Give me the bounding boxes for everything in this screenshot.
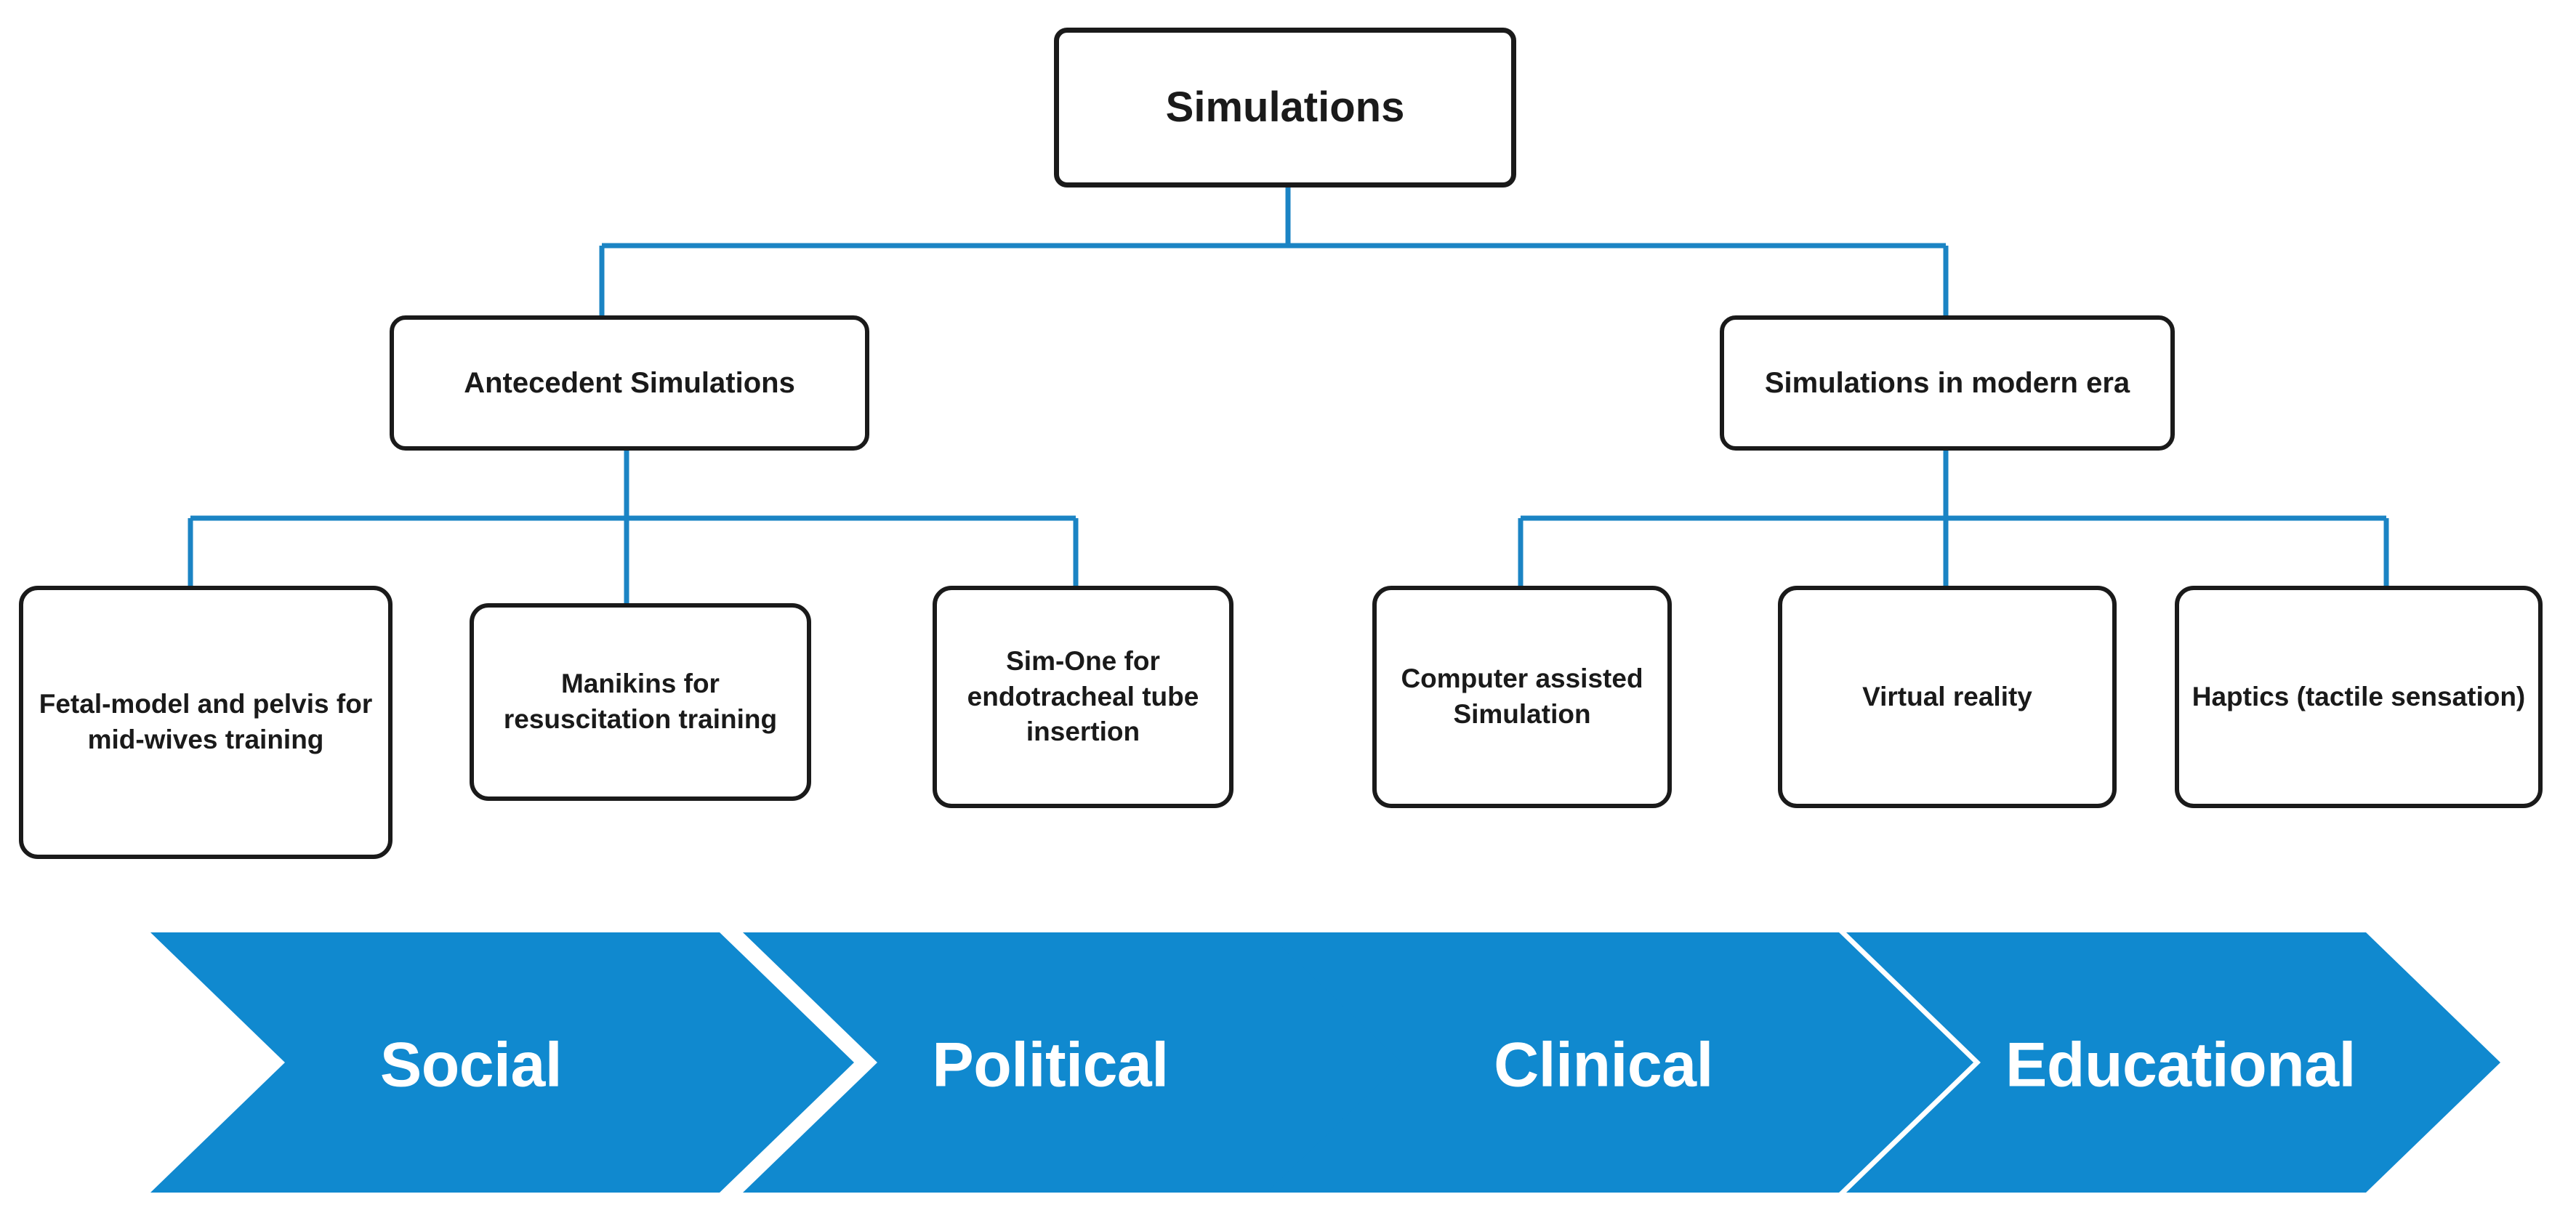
chevron-label-social: Social	[379, 1030, 563, 1100]
chevron-educational[interactable]	[1846, 932, 2500, 1193]
chevron-social[interactable]	[150, 932, 854, 1193]
node-antecedent-label: Antecedent Simulations	[464, 366, 795, 399]
node-virtual-reality[interactable]: Virtual reality	[1778, 586, 2117, 808]
chevron-clinical[interactable]	[1267, 932, 1973, 1193]
node-haptics-label: Haptics (tactile sensation)	[2191, 681, 2526, 711]
node-sim-one-label: Sim-One for endotracheal tube insertion	[967, 645, 1199, 747]
node-virtual-reality-label: Virtual reality	[1862, 681, 2032, 711]
node-manikins-resuscitation[interactable]: Manikins for resuscitation training	[470, 603, 811, 801]
node-modern-label: Simulations in modern era	[1764, 366, 2130, 399]
node-fetal-model-pelvis[interactable]: Fetal-model and pelvis for mid-wives tra…	[19, 586, 393, 859]
node-sim-one-endotracheal[interactable]: Sim-One for endotracheal tube insertion	[933, 586, 1233, 808]
chevron-label-educational: Educational	[2005, 1030, 2356, 1100]
node-fetal-model-label: Fetal-model and pelvis for mid-wives tra…	[39, 689, 373, 754]
node-manikins-label: Manikins for resuscitation training	[503, 669, 778, 734]
node-root-simulations[interactable]: Simulations	[1054, 28, 1516, 187]
chevron-political[interactable]	[743, 932, 1446, 1193]
node-root-label: Simulations	[1165, 83, 1405, 131]
node-simulations-modern-era[interactable]: Simulations in modern era	[1720, 315, 2175, 451]
node-haptics-tactile[interactable]: Haptics (tactile sensation)	[2175, 586, 2543, 808]
node-computer-assisted-simulation[interactable]: Computer assisted Simulation	[1372, 586, 1672, 808]
node-computer-assisted-label: Computer assisted Simulation	[1401, 664, 1643, 729]
chevron-label-clinical: Clinical	[1494, 1030, 1713, 1100]
chevron-label-political: Political	[932, 1030, 1169, 1100]
node-antecedent-simulations[interactable]: Antecedent Simulations	[390, 315, 869, 451]
